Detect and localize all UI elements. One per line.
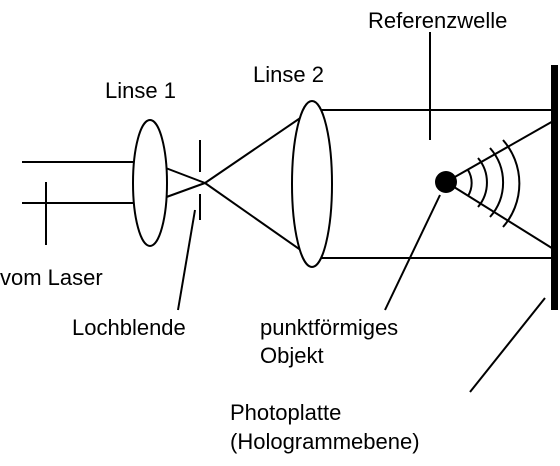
wavefront-4	[502, 139, 521, 228]
object-wave-ray-top	[445, 119, 556, 183]
objekt-leader	[384, 194, 441, 311]
wavefront-3	[489, 147, 505, 218]
wavefront-2	[477, 157, 488, 208]
label-objekt-line1: punktförmiges	[260, 315, 398, 340]
label-photoplatte-line2: (Hologrammebene)	[230, 429, 420, 454]
label-objekt-line2: Objekt	[260, 343, 324, 368]
photo-plate	[551, 65, 558, 310]
object-wave-ray-bottom	[445, 181, 556, 251]
label-referenzwelle: Referenzwelle	[368, 8, 507, 33]
wavefront-1	[467, 169, 473, 197]
label-linse-1: Linse 1	[105, 78, 176, 103]
lochblende-leader	[177, 209, 196, 311]
label-vom-laser: vom Laser	[0, 265, 103, 290]
lens-2	[291, 100, 333, 268]
diverging-ray-bottom	[204, 182, 313, 259]
diverging-ray-top	[204, 109, 313, 184]
label-linse-2: Linse 2	[253, 62, 324, 87]
label-lochblende: Lochblende	[72, 315, 186, 340]
lens-1	[132, 119, 168, 247]
label-photoplatte-line1: Photoplatte	[230, 400, 341, 425]
photoplatte-leader	[469, 297, 546, 393]
